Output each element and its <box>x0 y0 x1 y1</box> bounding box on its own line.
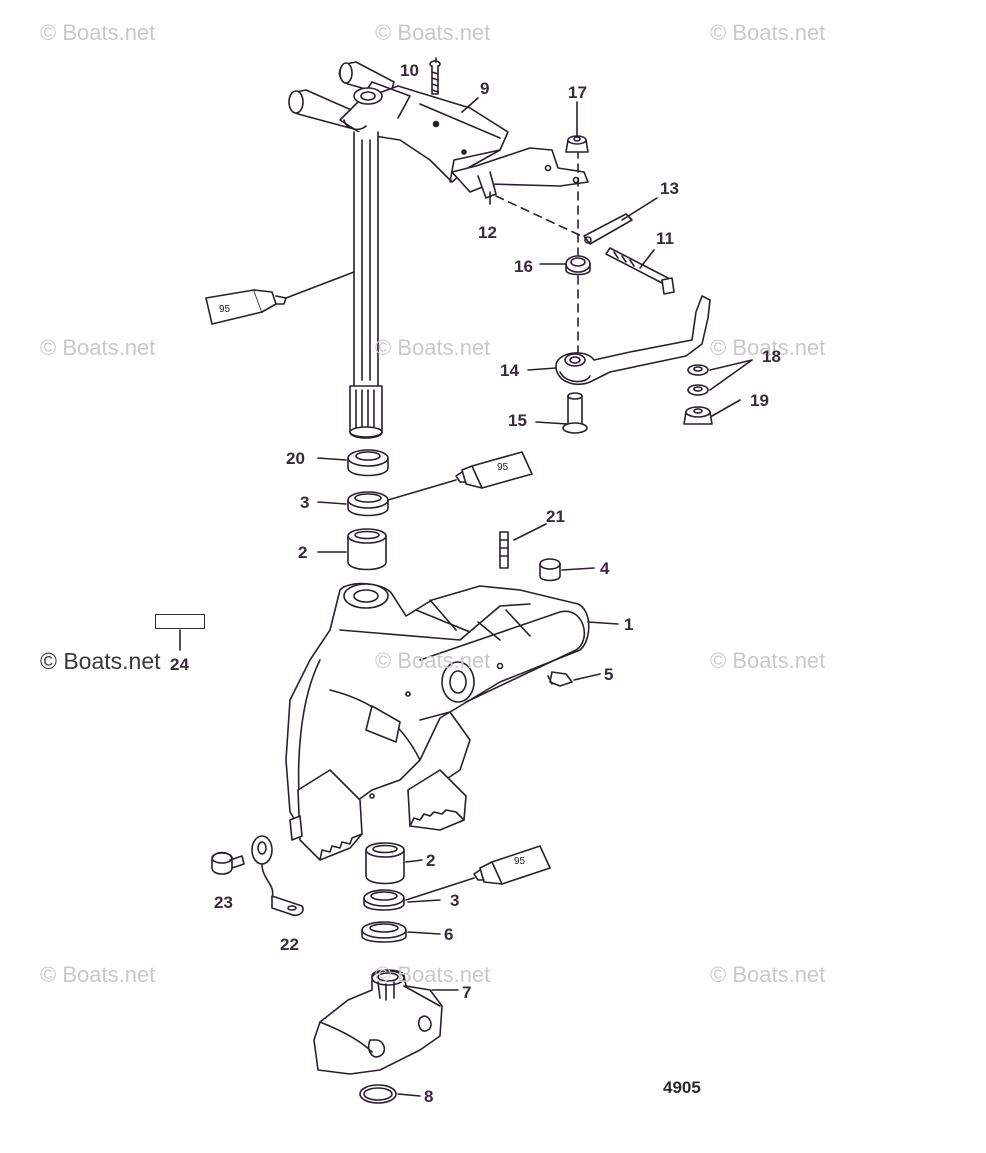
grease-tube-part <box>455 451 533 489</box>
part-label-15: 15 <box>508 411 527 430</box>
leader-line <box>387 479 457 501</box>
watermark: © Boats.net <box>40 648 161 674</box>
grease-tube-part <box>473 845 551 885</box>
bolt-23-part <box>211 851 245 875</box>
part-label-12: 12 <box>478 223 497 242</box>
figure-number: 4905 <box>663 1078 701 1097</box>
part-label-13: 13 <box>660 179 679 198</box>
yoke-7-part <box>313 969 443 1075</box>
watermark: © Boats.net <box>710 20 826 45</box>
bushing-2-top-part <box>347 528 387 571</box>
lubricant-code: 95 <box>219 304 231 315</box>
lubricant-code: 95 <box>497 462 509 473</box>
part-label-20: 20 <box>286 449 305 468</box>
bracket-12-part <box>451 147 589 199</box>
lock-plate-13-part <box>583 213 633 245</box>
part-label-17: 17 <box>568 83 587 102</box>
bushing-3-top-part <box>347 491 389 517</box>
o-ring-8-part <box>359 1084 397 1104</box>
part-label-16: 16 <box>514 257 533 276</box>
part-label-2-lower: 2 <box>426 851 436 870</box>
link-rod-14-part <box>555 295 711 386</box>
part-24-box <box>155 614 205 629</box>
part-label-21: 21 <box>546 507 565 526</box>
part-label-24: 24 <box>170 655 189 674</box>
part-label-22: 22 <box>280 935 299 954</box>
bolt-10-part <box>429 60 441 95</box>
grease-tube-part <box>205 289 287 325</box>
watermark: © Boats.net <box>40 20 156 45</box>
part-label-1: 1 <box>624 615 634 634</box>
nut-17-part <box>565 135 589 153</box>
part-label-9: 9 <box>480 79 490 98</box>
part-label-5: 5 <box>604 665 614 684</box>
watermark: © Boats.net <box>375 648 491 673</box>
seal-6-part <box>361 921 407 943</box>
leader-lines <box>179 57 753 1097</box>
part-label-11: 11 <box>656 229 674 248</box>
washers-18-part <box>687 364 709 396</box>
part-label-3: 3 <box>300 493 310 512</box>
part-label-10: 10 <box>400 61 419 80</box>
ground-strap-22-part <box>251 835 304 917</box>
part-label-8: 8 <box>424 1087 434 1106</box>
part-label-2: 2 <box>298 543 308 562</box>
part-label-14: 14 <box>500 361 519 380</box>
pin-21-part <box>499 531 509 569</box>
part-label-6: 6 <box>444 925 454 944</box>
watermark: © Boats.net <box>710 648 826 673</box>
bushing-4-part <box>539 558 561 582</box>
washer-16-part <box>565 255 591 276</box>
part-label-19: 19 <box>750 391 769 410</box>
part-label-3-lower: 3 <box>450 891 460 910</box>
part-label-4: 4 <box>600 559 610 578</box>
leader-line <box>285 271 355 299</box>
watermark: © Boats.net <box>375 335 491 360</box>
steering-arm-part <box>288 61 509 439</box>
watermark: © Boats.net <box>375 962 491 987</box>
pin-15-part <box>562 392 588 434</box>
part-label-7: 7 <box>462 983 472 1002</box>
part-label-23: 23 <box>214 893 233 912</box>
lubricant-code: 95 <box>514 856 526 867</box>
bushing-2-bottom-part <box>365 842 405 885</box>
grease-fitting-5-part <box>547 671 573 687</box>
watermark: © Boats.net <box>40 335 156 360</box>
seal-20-part <box>347 449 389 477</box>
nut-19-part <box>683 406 713 425</box>
leader-line <box>405 877 475 901</box>
watermark: © Boats.net <box>375 20 491 45</box>
bolt-11-part <box>605 247 675 295</box>
bushing-3-bottom-part <box>363 889 405 911</box>
watermark: © Boats.net <box>40 962 156 987</box>
swivel-bracket-1-part <box>285 582 590 861</box>
watermark: © Boats.net <box>710 335 826 360</box>
watermark: © Boats.net <box>710 962 826 987</box>
part-label-18: 18 <box>762 347 781 366</box>
alignment-line <box>495 195 591 241</box>
